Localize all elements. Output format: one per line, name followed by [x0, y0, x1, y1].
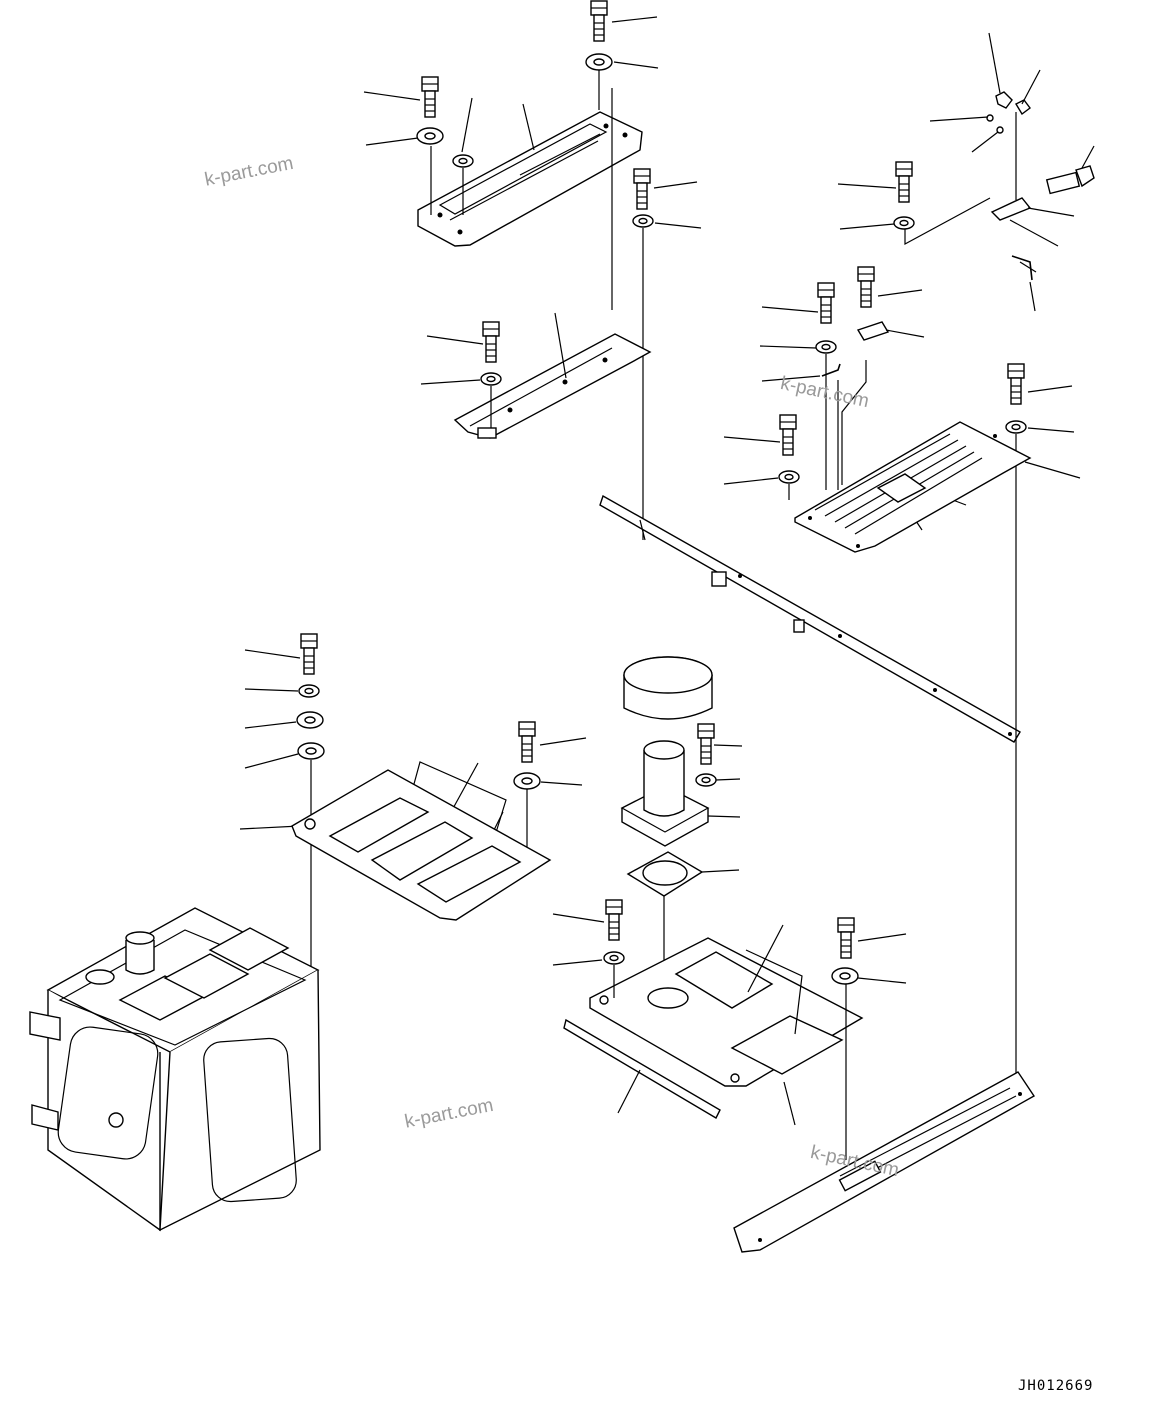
leader-lines-top-left [363, 16, 702, 540]
lower-bracket [453, 333, 652, 439]
washer-icon [513, 772, 541, 790]
clip-part [821, 363, 841, 377]
bolt-icon [895, 161, 913, 203]
bolt-icon [300, 633, 318, 675]
washer-icon [831, 967, 859, 985]
bolt-icon [817, 282, 835, 324]
bolt-icon [421, 76, 439, 118]
bolt-icon [837, 917, 855, 959]
washer-icon [297, 742, 325, 760]
washer-icon [603, 951, 625, 965]
washer-icon [416, 127, 444, 145]
leader-line [839, 223, 895, 230]
bolt-icon [633, 168, 651, 210]
leader-lines-top-right [904, 32, 1095, 312]
bolt-icon [605, 899, 623, 941]
long-rail [599, 494, 1021, 743]
washer-icon [1005, 420, 1027, 434]
bolt-icon [697, 723, 715, 765]
leader-lines-lower-center [552, 913, 907, 1160]
drawing-code-label: JH012669 [1018, 1378, 1094, 1394]
bolt-icon [518, 721, 536, 763]
washer-icon [585, 53, 613, 71]
bolt-icon [857, 266, 875, 308]
washer-icon [632, 214, 654, 228]
washer-icon [296, 711, 324, 729]
intake-housing [620, 740, 710, 847]
washer-icon [778, 470, 800, 484]
perforated-floor-plate [291, 769, 552, 921]
bolt-icon [779, 414, 797, 456]
bolt-icon [482, 321, 500, 363]
bolt-icon [1007, 363, 1025, 405]
floor-cover-plate [794, 421, 1032, 553]
lower-right-rail [733, 1071, 1036, 1253]
washer-icon [480, 372, 502, 386]
leader-lines-lower-bracket [420, 312, 567, 428]
washer-icon [893, 216, 915, 230]
leader-line [837, 183, 897, 189]
gasket [626, 851, 704, 897]
bolt-icon [590, 0, 608, 42]
washer-icon [298, 684, 320, 698]
washer-icon [695, 773, 717, 787]
seal-strip [563, 1018, 721, 1119]
air-cleaner-cap [623, 656, 713, 720]
leader-lines-right-middle [723, 289, 1081, 1080]
tank-box [29, 907, 321, 1232]
nut-icon [452, 154, 474, 168]
clip-part [856, 321, 890, 341]
upper-mounting-plate [417, 111, 643, 247]
washer-icon [815, 340, 837, 354]
small-fittings [986, 91, 1095, 281]
lower-floor-plate [589, 937, 864, 1087]
